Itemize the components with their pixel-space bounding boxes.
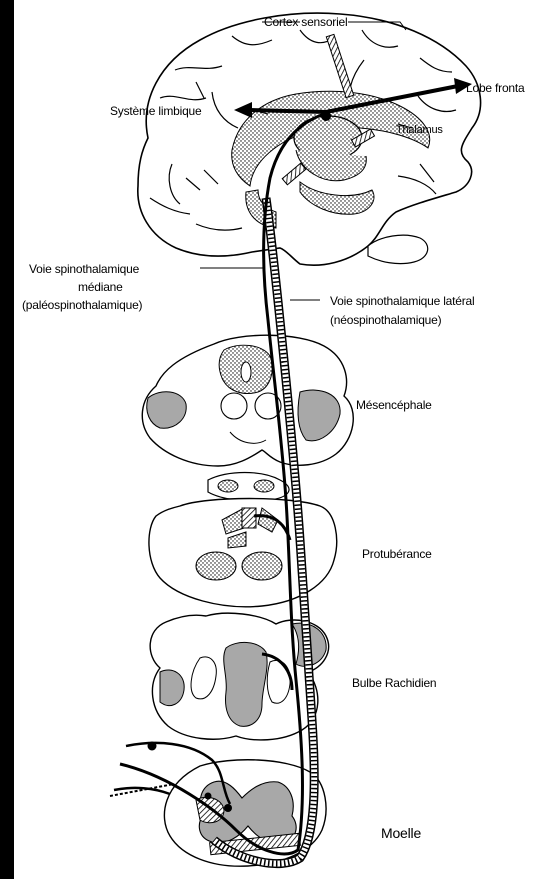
brain	[138, 13, 481, 265]
label-voie-mediane-line2: médiane	[78, 280, 123, 295]
label-moelle: Moelle	[381, 826, 421, 841]
label-thalamus: Thalamus	[396, 123, 443, 138]
label-mesencephale: Mésencéphale	[356, 398, 432, 413]
label-voie-mediane-line3: (paléospinothalamique)	[22, 298, 142, 313]
label-systeme-limbique: Système limbique	[110, 104, 202, 119]
label-lobe-frontal: Lobe fronta	[466, 81, 525, 96]
label-voie-mediane-line1: Voie spinothalamique	[29, 262, 139, 277]
label-voie-laterale-line2: (néospinothalamique)	[330, 313, 441, 328]
mesencephalon-section	[142, 335, 353, 466]
label-bulbe-rachidien: Bulbe Rachidien	[352, 676, 436, 691]
pons-section	[149, 473, 337, 607]
label-protuberance: Protubérance	[362, 547, 432, 562]
label-voie-laterale-line1: Voie spinothalamique latéral	[330, 294, 475, 309]
label-cortex-sensoriel: Cortex sensoriel	[264, 15, 348, 30]
